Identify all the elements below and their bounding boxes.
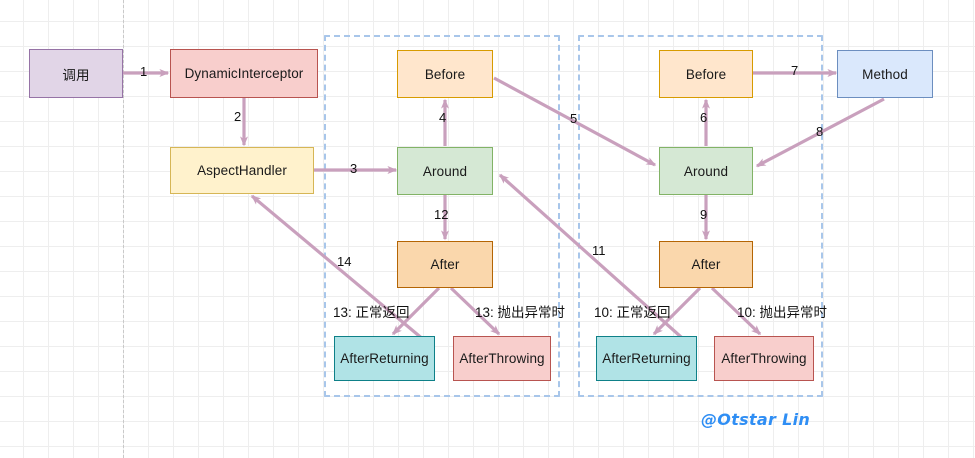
node-before-left-label: Before xyxy=(424,66,466,82)
edge-label-11: 11 xyxy=(592,243,606,258)
node-before-right-label: Before xyxy=(685,66,727,82)
arrow-8 xyxy=(755,97,885,168)
node-after-returning-left[interactable]: AfterReturning xyxy=(334,336,435,381)
node-method-label: Method xyxy=(862,66,908,82)
edge-label-10a: 10: 正常返回 xyxy=(594,305,671,320)
node-dynamic-interceptor-label: DynamicInterceptor xyxy=(184,66,304,81)
node-after-throwing-right[interactable]: AfterThrowing xyxy=(714,336,814,381)
node-around-right[interactable]: Around xyxy=(659,147,753,195)
edge-label-8: 8 xyxy=(816,124,824,139)
edge-label-13b: 13: 抛出异常时 xyxy=(475,305,566,320)
arrow-14 xyxy=(250,194,432,347)
edge-label-14: 14 xyxy=(337,254,352,269)
node-method[interactable]: Method xyxy=(837,50,933,98)
edge-label-4: 4 xyxy=(439,110,447,125)
edge-label-1: 1 xyxy=(140,64,148,79)
arrow-13b xyxy=(449,286,501,336)
group-left-aspect-chain xyxy=(324,35,560,397)
node-after-left-label: After xyxy=(430,257,460,272)
edge-label-9: 9 xyxy=(700,207,708,222)
node-after-throwing-left[interactable]: AfterThrowing xyxy=(453,336,551,381)
node-after-returning-left-label: AfterReturning xyxy=(340,351,429,366)
node-call[interactable]: 调用 xyxy=(29,49,123,98)
node-aspect-handler-label: AspectHandler xyxy=(197,163,287,178)
edge-label-3: 3 xyxy=(350,161,358,176)
node-before-left[interactable]: Before xyxy=(397,50,493,98)
edge-label-13a: 13: 正常返回 xyxy=(333,305,410,320)
node-around-left-label: Around xyxy=(422,163,468,179)
node-after-throwing-left-label: AfterThrowing xyxy=(459,351,545,366)
node-call-label: 调用 xyxy=(62,67,90,83)
arrow-10a xyxy=(652,286,702,336)
node-around-right-label: Around xyxy=(683,163,729,179)
arrow-13a xyxy=(391,286,441,336)
edge-label-12: 12 xyxy=(434,207,449,222)
node-after-throwing-right-label: AfterThrowing xyxy=(721,351,807,366)
node-dynamic-interceptor[interactable]: DynamicInterceptor xyxy=(170,49,318,98)
edge-label-10b: 10: 抛出异常时 xyxy=(737,305,828,320)
node-before-right[interactable]: Before xyxy=(659,50,753,98)
edge-label-2: 2 xyxy=(234,109,242,124)
node-after-right[interactable]: After xyxy=(659,241,753,288)
arrow-11 xyxy=(498,173,692,347)
edge-label-6: 6 xyxy=(700,110,708,125)
node-aspect-handler[interactable]: AspectHandler xyxy=(170,147,314,194)
watermark: @Otstar Lin xyxy=(701,410,811,429)
arrow-10b xyxy=(710,286,762,336)
edge-label-7: 7 xyxy=(791,63,799,78)
node-after-left[interactable]: After xyxy=(397,241,493,288)
node-after-returning-right[interactable]: AfterReturning xyxy=(596,336,697,381)
edge-label-5: 5 xyxy=(570,111,578,126)
node-after-right-label: After xyxy=(691,257,721,272)
group-right-aspect-chain xyxy=(578,35,823,397)
node-after-returning-right-label: AfterReturning xyxy=(602,351,691,366)
arrow-5 xyxy=(493,76,657,167)
page-break-line xyxy=(123,0,124,458)
node-around-left[interactable]: Around xyxy=(397,147,493,195)
